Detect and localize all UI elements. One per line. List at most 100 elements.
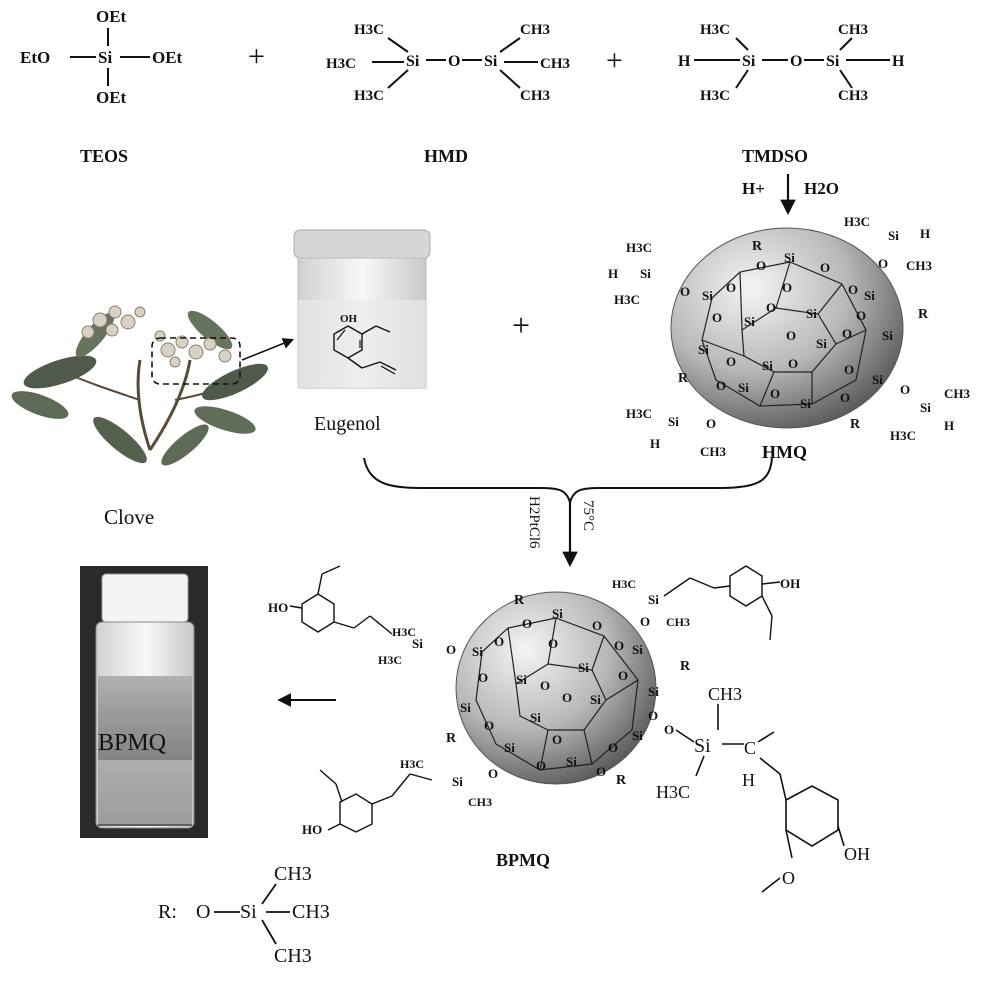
hmd-methyl: CH3: [520, 88, 550, 104]
hmq-si-atom: Si: [762, 358, 773, 373]
bpmq-si-atom: Si: [648, 592, 659, 607]
hmd-si-right: Si: [484, 53, 498, 70]
step1-solvent: H2O: [804, 179, 839, 198]
bpmq-structure: Si Si Si Si Si Si Si Si Si Si Si Si O O …: [268, 566, 870, 892]
bpmq-eugenyl-arm: H3C Si CH3 O OH: [612, 566, 800, 640]
clove-to-eugenol-arrow: [242, 340, 292, 360]
bpmq-eugenyl-arm: HO H3C Si H3C O: [268, 566, 456, 667]
bpmq-si-atom: Si: [504, 740, 515, 755]
tmdso-si-left: Si: [742, 53, 756, 70]
hmq-hydride: H: [650, 436, 660, 451]
hmq-si-atom: Si: [806, 306, 817, 321]
hmq-o-atom: O: [726, 354, 736, 369]
hmd-methyl: CH3: [520, 22, 550, 38]
hmq-o-atom: O: [770, 386, 780, 401]
hmq-o-atom: O: [878, 256, 888, 271]
hmd-methyl: H3C: [326, 56, 356, 72]
bpmq-hydrogen: H: [742, 770, 755, 790]
bpmq-o-atom: O: [552, 732, 562, 747]
hmq-si-atom: Si: [800, 396, 811, 411]
teos-left-group: EtO: [20, 48, 50, 67]
teos-label: TEOS: [80, 146, 128, 166]
hmq-methyl: H3C: [614, 292, 640, 307]
teos-top-group: OEt: [96, 7, 127, 26]
bond: [736, 70, 748, 88]
eugenol-vial-image: [294, 230, 430, 388]
bpmq-eugenyl-arm: O Si CH3 H3C C H OH O: [656, 684, 870, 892]
bpmq-si-atom: Si: [694, 735, 711, 757]
bpmq-methyl: H3C: [656, 782, 690, 802]
tmdso-methyl: H3C: [700, 88, 730, 104]
bpmq-methyl: CH3: [666, 615, 690, 629]
hmq-si-atom: Si: [920, 400, 931, 415]
hmq-o-atom: O: [848, 282, 858, 297]
bpmq-o-atom: O: [596, 764, 606, 779]
hmq-si-atom: Si: [816, 336, 827, 351]
tmdso-methyl: CH3: [838, 22, 868, 38]
r-definition-methyl: CH3: [274, 945, 312, 967]
clove-plant-image: [8, 305, 272, 471]
bpmq-si-atom: Si: [516, 672, 527, 687]
teos-right-group: OEt: [152, 48, 183, 67]
hmq-r-group: R: [918, 307, 929, 322]
bpmq-o-atom: O: [592, 618, 602, 633]
tmdso-methyl: H3C: [700, 22, 730, 38]
bpmq-o-atom: O: [548, 636, 558, 651]
hmq-methyl: CH3: [700, 444, 727, 459]
hmq-o-atom: O: [726, 280, 736, 295]
hmq-hydride: H: [608, 266, 618, 281]
bond: [500, 38, 520, 52]
bpmq-o-atom: O: [488, 766, 498, 781]
bpmq-methyl: H3C: [400, 757, 424, 771]
hmd-methyl: H3C: [354, 88, 384, 104]
hmq-r-group: R: [678, 371, 689, 386]
hmq-o-atom: O: [786, 328, 796, 343]
bpmq-o-atom: O: [562, 690, 572, 705]
bpmq-r-group: R: [680, 659, 691, 674]
hmq-o-atom: O: [900, 382, 910, 397]
bond: [840, 38, 852, 50]
bpmq-si-atom: Si: [412, 636, 423, 651]
bpmq-o-atom: O: [484, 718, 494, 733]
bpmq-si-atom: Si: [552, 606, 563, 621]
hmq-methyl: CH3: [944, 386, 971, 401]
bpmq-o-atom: O: [618, 668, 628, 683]
hmq-hydride: H: [920, 226, 930, 241]
hmq-methyl: CH3: [906, 258, 933, 273]
eugenol-hydroxyl: OH: [340, 313, 358, 325]
bpmq-o-atom: O: [648, 708, 658, 723]
hmq-si-atom: Si: [882, 328, 893, 343]
bpmq-r-group: R: [446, 731, 457, 746]
hmq-label: HMQ: [762, 442, 807, 462]
bpmq-vial-label: BPMQ: [98, 730, 166, 756]
hmq-si-atom: Si: [872, 372, 883, 387]
bpmq-o-atom: O: [522, 616, 532, 631]
bpmq-methyl: H3C: [378, 653, 402, 667]
hmq-methyl: H3C: [844, 214, 870, 229]
tmdso-methyl: CH3: [838, 88, 868, 104]
hmq-methyl: H3C: [890, 428, 916, 443]
hmd-label: HMD: [424, 146, 468, 166]
bpmq-o-atom: O: [608, 740, 618, 755]
bpmq-o-atom: O: [640, 614, 650, 629]
hmq-o-atom: O: [840, 390, 850, 405]
hmq-o-atom: O: [788, 356, 798, 371]
teos-bottom-group: OEt: [96, 88, 127, 107]
hmq-o-atom: O: [716, 378, 726, 393]
hmd-si-left: Si: [406, 53, 420, 70]
bond: [388, 70, 408, 88]
bpmq-eugenyl-arm: HO H3C Si CH3 O: [302, 757, 498, 837]
teos-structure: OEt EtO Si OEt OEt TEOS: [20, 7, 183, 166]
hmq-r-group: R: [752, 239, 763, 254]
bpmq-si-atom: Si: [460, 700, 471, 715]
plus-sign: +: [606, 44, 623, 77]
r-definition-methyl: CH3: [274, 863, 312, 885]
bpmq-hydroxyl: HO: [268, 600, 288, 615]
hmq-methyl: H3C: [626, 240, 652, 255]
r-definition-methyl: CH3: [292, 901, 330, 923]
eugenol-label: Eugenol: [314, 413, 381, 435]
hmq-si-atom: Si: [784, 250, 795, 265]
bpmq-si-atom: Si: [632, 642, 643, 657]
hmq-hydride: H: [944, 418, 954, 433]
tmdso-hydrogen: H: [892, 53, 905, 70]
